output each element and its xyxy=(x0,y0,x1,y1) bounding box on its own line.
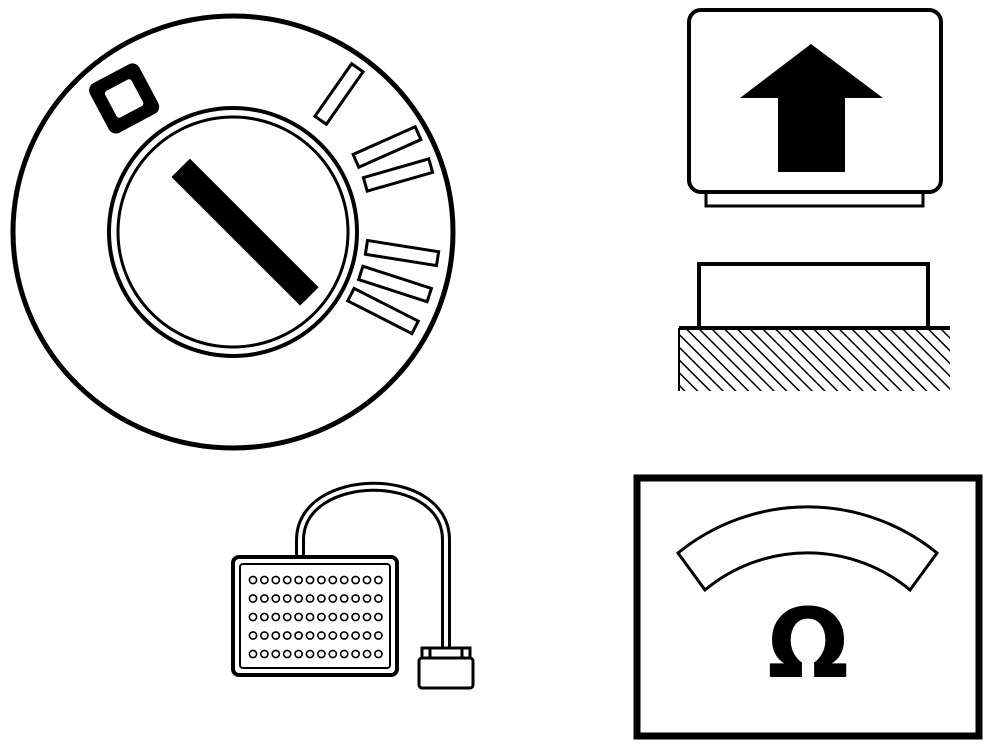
pin-hole xyxy=(248,631,258,640)
off-position-marker xyxy=(89,63,160,134)
pin-hole xyxy=(271,612,281,622)
pin-hole xyxy=(316,612,326,622)
pin-hole xyxy=(259,631,269,640)
pin-hole xyxy=(259,612,269,622)
pin-hole xyxy=(316,575,326,585)
pin-hole xyxy=(282,575,292,585)
pin-hole xyxy=(282,631,292,640)
pin-hole xyxy=(259,594,269,603)
pin-hole xyxy=(339,631,349,640)
pin-hole xyxy=(339,649,349,659)
pin-hole xyxy=(305,612,315,622)
pin-hole xyxy=(328,594,338,603)
switch-inner-ring-2 xyxy=(116,115,350,349)
pin-hole xyxy=(294,631,303,640)
breakout-box-inner xyxy=(239,563,391,669)
pin-hole xyxy=(316,594,326,603)
pin-hole xyxy=(339,575,349,585)
pin-hole xyxy=(271,575,281,585)
key-slot xyxy=(171,158,319,306)
pin-hole xyxy=(316,649,326,659)
pin-hole xyxy=(362,631,372,640)
pin-hole xyxy=(248,594,258,603)
push-button-raised xyxy=(687,8,943,208)
pin-grid xyxy=(248,575,383,659)
pin-hole xyxy=(373,575,383,585)
tick-3 xyxy=(361,157,435,193)
position-ticks xyxy=(312,61,441,336)
pin-hole xyxy=(271,649,281,659)
pin-hole xyxy=(305,594,315,603)
mounting-surface xyxy=(679,328,950,391)
pin-hole xyxy=(339,612,349,622)
pin-hole xyxy=(294,575,303,585)
pin-hole xyxy=(328,612,338,622)
pin-hole xyxy=(351,594,360,603)
pin-hole xyxy=(282,594,292,603)
tick-2 xyxy=(351,124,423,170)
pin-hole xyxy=(271,631,281,640)
pin-hole xyxy=(351,649,360,659)
pin-hole xyxy=(305,631,315,640)
pin-hole xyxy=(351,631,360,640)
pin-hole xyxy=(328,649,338,659)
pin-hole xyxy=(248,649,258,659)
tick-1 xyxy=(312,61,366,127)
pin-hole xyxy=(259,575,269,585)
pin-hole xyxy=(282,612,292,622)
ohmmeter-icon: Ω xyxy=(633,474,983,740)
pin-hole xyxy=(362,612,372,622)
mounted-button-body xyxy=(697,262,930,330)
pin-hole xyxy=(248,575,258,585)
pin-hole xyxy=(373,594,383,603)
pin-hole xyxy=(294,594,303,603)
pin-hole xyxy=(294,649,303,659)
breakout-connector xyxy=(417,646,475,690)
tick-5 xyxy=(356,264,434,304)
pin-hole xyxy=(362,649,372,659)
pin-hole xyxy=(259,649,269,659)
mounted-button-icon xyxy=(678,262,950,391)
pin-hole xyxy=(305,649,315,659)
pin-hole xyxy=(316,631,326,640)
pin-hole xyxy=(373,649,383,659)
arrow-up-icon xyxy=(740,44,883,172)
pin-hole xyxy=(373,631,383,640)
ignition-switch-icon xyxy=(10,13,456,451)
pin-hole xyxy=(282,649,292,659)
pin-hole xyxy=(362,575,372,585)
pin-hole xyxy=(351,612,360,622)
pin-hole xyxy=(328,575,338,585)
pin-hole xyxy=(339,594,349,603)
ohmmeter-scale-arc xyxy=(675,505,940,593)
tick-4 xyxy=(363,238,441,268)
pin-hole xyxy=(248,612,258,622)
pin-hole xyxy=(373,612,383,622)
pin-hole xyxy=(294,612,303,622)
pin-hole xyxy=(351,575,360,585)
breakout-box-body xyxy=(231,555,399,677)
pin-hole xyxy=(305,575,315,585)
breakout-box-icon xyxy=(231,481,475,690)
pin-hole xyxy=(271,594,281,603)
tick-6 xyxy=(345,286,421,336)
ohm-symbol: Ω xyxy=(767,588,849,700)
pin-hole xyxy=(362,594,372,603)
pin-hole xyxy=(328,631,338,640)
